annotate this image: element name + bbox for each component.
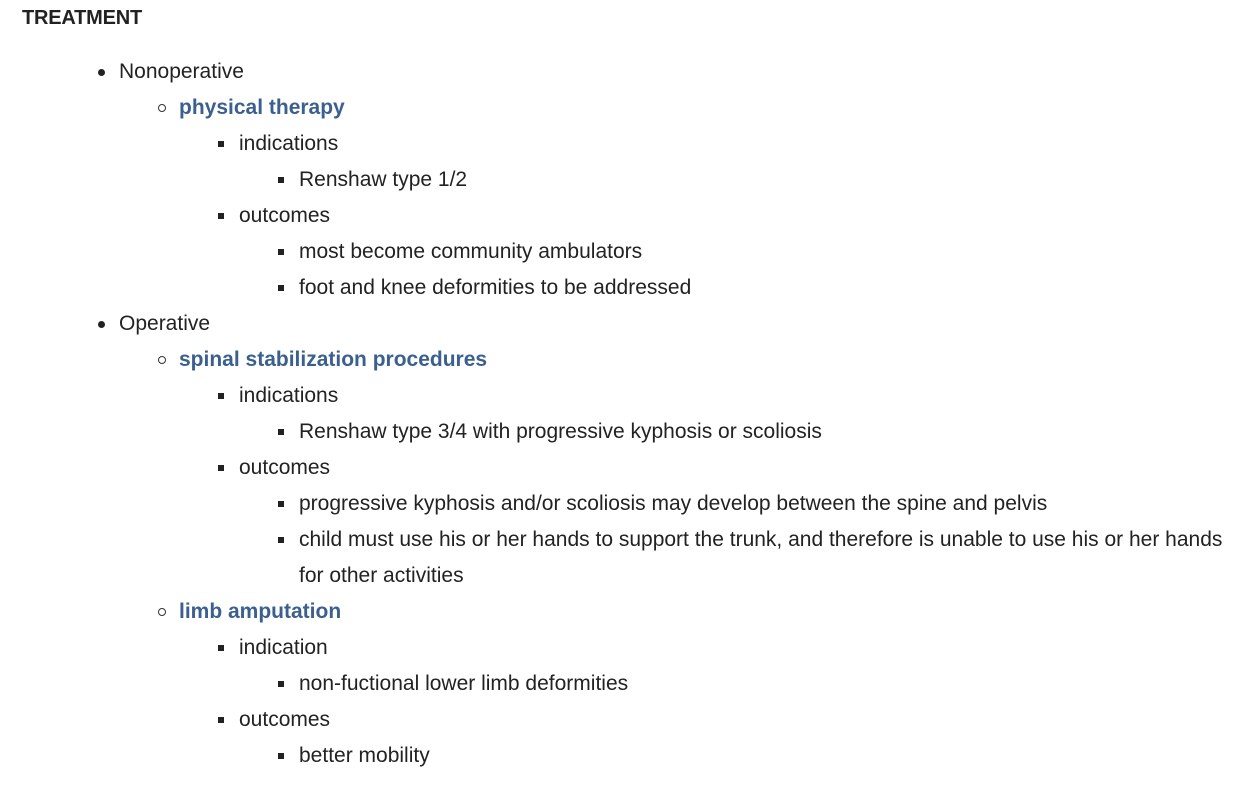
list-item-text: Renshaw type 3/4 with progressive kyphos… xyxy=(299,420,822,443)
outline-list-level-2: indication non-fuctional lower limb defor… xyxy=(179,630,1224,774)
list-item: Renshaw type 1/2 xyxy=(278,162,1224,198)
list-item: outcomes better mobility xyxy=(218,702,1224,774)
topic-link[interactable]: limb amputation xyxy=(179,600,342,623)
list-item-text: most become community ambulators xyxy=(299,240,643,263)
list-item: non-fuctional lower limb deformities xyxy=(278,666,1224,702)
outline-list-level-3: most become community ambulators foot and… xyxy=(239,234,1224,306)
list-item-text: Renshaw type 1/2 xyxy=(299,168,468,191)
list-item: indication non-fuctional lower limb defor… xyxy=(218,630,1224,702)
list-item: limb amputation indication non-fuctional l… xyxy=(158,594,1224,774)
topic-link[interactable]: physical therapy xyxy=(179,96,345,119)
list-item: Operative spinal stabilization procedures… xyxy=(98,306,1224,774)
list-item-text: Operative xyxy=(119,312,211,335)
list-item: better mobility xyxy=(278,738,1224,774)
list-item: outcomes progressive kyphosis and/or scol… xyxy=(218,450,1224,594)
outline-list-level-3: progressive kyphosis and/or scoliosis ma… xyxy=(239,486,1224,594)
list-item-text: better mobility xyxy=(299,744,430,767)
list-item-text: indication xyxy=(239,636,328,659)
topic-link[interactable]: spinal stabilization procedures xyxy=(179,348,488,371)
outline-list-level-3: better mobility xyxy=(239,738,1224,774)
list-item-text: outcomes xyxy=(239,456,331,479)
list-item-text: indications xyxy=(239,132,339,155)
list-item: progressive kyphosis and/or scoliosis ma… xyxy=(278,486,1224,522)
list-item-text: indications xyxy=(239,384,339,407)
list-item-text: non-fuctional lower limb deformities xyxy=(299,672,629,695)
list-item: most become community ambulators xyxy=(278,234,1224,270)
list-item: outcomes most become community ambulators… xyxy=(218,198,1224,306)
outline-list-level-1: spinal stabilization procedures indicatio… xyxy=(119,342,1224,774)
list-item-text: outcomes xyxy=(239,708,331,731)
list-item-text: foot and knee deformities to be addresse… xyxy=(299,276,692,299)
outline-list-level-3: Renshaw type 3/4 with progressive kyphos… xyxy=(239,414,1224,450)
list-item-text: child must use his or her hands to suppo… xyxy=(299,528,1223,587)
section-heading: TREATMENT xyxy=(22,7,143,29)
list-item-text: outcomes xyxy=(239,204,331,227)
list-item: foot and knee deformities to be addresse… xyxy=(278,270,1224,306)
list-item-text: Nonoperative xyxy=(119,60,244,83)
outline-list-level-3: non-fuctional lower limb deformities xyxy=(239,666,1224,702)
list-item: child must use his or her hands to suppo… xyxy=(278,522,1224,594)
list-item: spinal stabilization procedures indicatio… xyxy=(158,342,1224,594)
list-item: Renshaw type 3/4 with progressive kyphos… xyxy=(278,414,1224,450)
list-item-text: progressive kyphosis and/or scoliosis ma… xyxy=(299,492,1048,515)
outline-list-level-3: Renshaw type 1/2 xyxy=(239,162,1224,198)
